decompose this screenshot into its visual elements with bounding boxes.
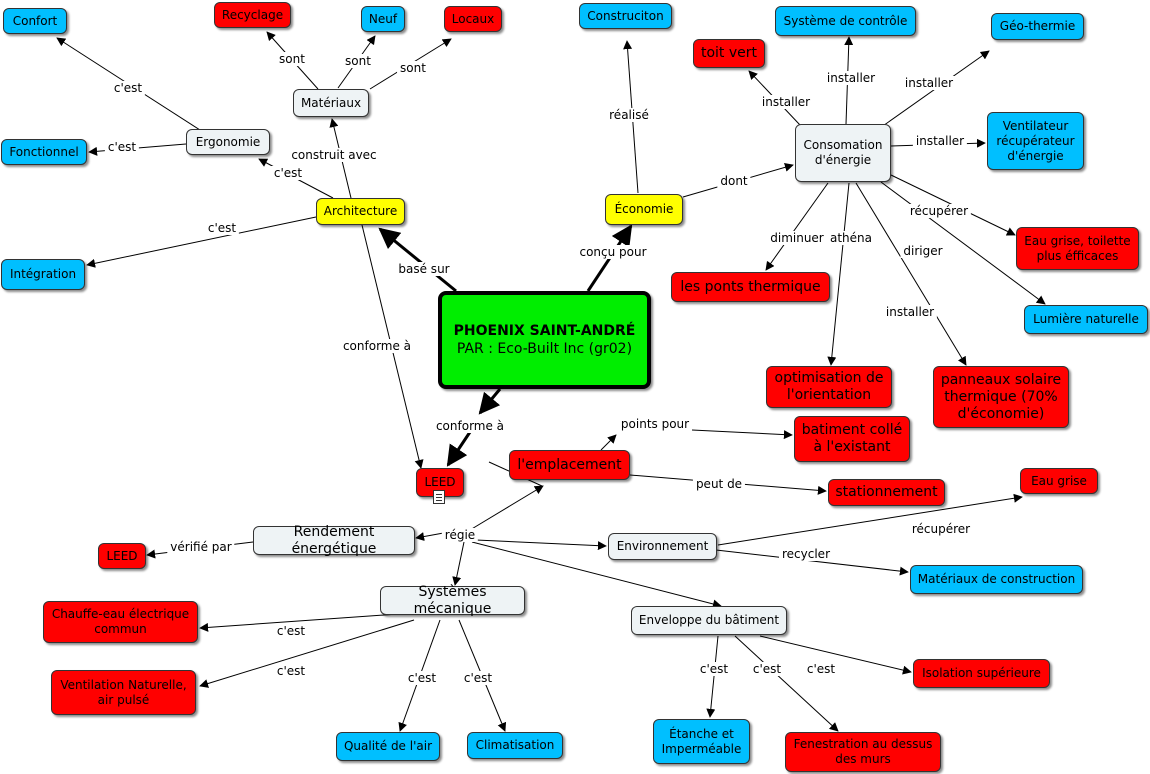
node-chauffe-eau[interactable]: Chauffe-eau électrique commun bbox=[43, 601, 198, 643]
central-topic[interactable]: PHOENIX SAINT-ANDRÉ PAR : Eco-Built Inc … bbox=[438, 291, 651, 389]
link-label: c'est bbox=[273, 664, 309, 678]
node-materiaux[interactable]: Matériaux bbox=[293, 89, 369, 117]
link-label: installer bbox=[882, 305, 938, 319]
node-toit-vert[interactable]: toit vert bbox=[693, 39, 765, 68]
link-label: c'est bbox=[749, 662, 785, 676]
node-panneaux[interactable]: panneaux solaire thermique (70% d'économ… bbox=[933, 366, 1069, 428]
link-label: peut de bbox=[692, 477, 746, 491]
link-label: régie bbox=[441, 528, 479, 542]
link-label: dont bbox=[717, 174, 751, 188]
node-optimisation[interactable]: optimisation de l'orientation bbox=[766, 366, 892, 408]
link-label: recycler bbox=[779, 547, 833, 561]
link-label: récupérer bbox=[906, 204, 972, 218]
link-label: installer bbox=[901, 76, 957, 90]
link-label: c'est bbox=[270, 166, 306, 180]
link-label: c'est bbox=[104, 140, 140, 154]
node-etanche[interactable]: Étanche et Imperméable bbox=[653, 719, 750, 764]
node-architecture[interactable]: Architecture bbox=[316, 198, 405, 225]
link-label: c'est bbox=[696, 662, 732, 676]
node-ponts-thermique[interactable]: les ponts thermique bbox=[671, 272, 830, 302]
node-recyclage[interactable]: Recyclage bbox=[214, 2, 291, 28]
node-ventilation[interactable]: Ventilation Naturelle, air pulsé bbox=[51, 670, 196, 715]
link-label: conforme à bbox=[339, 339, 415, 353]
node-eau-grise[interactable]: Eau grise bbox=[1020, 468, 1098, 494]
node-stationnement[interactable]: stationnement bbox=[828, 479, 945, 506]
node-integration[interactable]: Intégration bbox=[1, 259, 85, 290]
node-climatisation[interactable]: Climatisation bbox=[467, 732, 563, 759]
node-enveloppe[interactable]: Enveloppe du bâtiment bbox=[631, 606, 787, 635]
link-label: c'est bbox=[110, 81, 146, 95]
link-label: athéna bbox=[826, 231, 876, 245]
node-qualite-air[interactable]: Qualité de l'air bbox=[336, 732, 440, 761]
link-label: sont bbox=[342, 54, 374, 68]
project-title: PHOENIX SAINT-ANDRÉ bbox=[453, 323, 636, 339]
link-label: sont bbox=[276, 52, 308, 66]
link-label: sont bbox=[397, 61, 429, 75]
node-geo-thermie[interactable]: Géo-thermie bbox=[991, 13, 1084, 40]
node-locaux[interactable]: Locaux bbox=[444, 6, 502, 32]
link-label: réalisé bbox=[606, 108, 652, 122]
node-eau-grise-toilette[interactable]: Eau grise, toilette plus éfficaces bbox=[1016, 227, 1139, 270]
project-subtitle: PAR : Eco-Built Inc (gr02) bbox=[456, 341, 633, 357]
node-leed-verifie[interactable]: LEED bbox=[98, 543, 146, 569]
link-label: conçu pour bbox=[576, 245, 650, 259]
link-label: c'est bbox=[404, 671, 440, 685]
node-construciton[interactable]: Construciton bbox=[579, 3, 672, 29]
node-systeme-controle[interactable]: Système de contrôle bbox=[775, 6, 916, 36]
node-batiment-colle[interactable]: batiment collé à l'existant bbox=[794, 416, 910, 462]
link-label: c'est bbox=[803, 662, 839, 676]
link-label: installer bbox=[912, 134, 968, 148]
node-lumiere-naturelle[interactable]: Lumière naturelle bbox=[1024, 305, 1148, 334]
link-label: récupérer bbox=[908, 522, 974, 536]
node-systemes-mecanique[interactable]: Systèmes mécanique bbox=[380, 584, 525, 617]
node-consommation[interactable]: Consomation d'énergie bbox=[795, 124, 891, 182]
link-label: basé sur bbox=[395, 262, 453, 276]
link-label: c'est bbox=[273, 624, 309, 638]
link-label: c'est bbox=[204, 221, 240, 235]
link-label: diminuer bbox=[767, 231, 827, 245]
link-label: installer bbox=[758, 95, 814, 109]
link-label: conforme à bbox=[432, 419, 508, 433]
node-economie[interactable]: Économie bbox=[605, 194, 683, 225]
link-label: installer bbox=[823, 71, 879, 85]
link-label: c'est bbox=[460, 671, 496, 685]
link-label: points pour bbox=[617, 417, 693, 431]
node-confort[interactable]: Confort bbox=[3, 8, 67, 34]
node-materiaux-construction[interactable]: Matériaux de construction bbox=[910, 565, 1083, 594]
node-isolation[interactable]: Isolation supérieure bbox=[913, 659, 1050, 688]
node-ventilateur[interactable]: Ventilateur récupérateur d'énergie bbox=[987, 112, 1084, 170]
node-environnement[interactable]: Environnement bbox=[608, 533, 717, 560]
link-label: vérifié par bbox=[167, 540, 235, 554]
node-neuf[interactable]: Neuf bbox=[361, 6, 405, 32]
node-fenestration[interactable]: Fenestration au dessus des murs bbox=[785, 732, 941, 772]
node-rendement[interactable]: Rendement énergétique bbox=[253, 524, 415, 557]
node-fonctionnel[interactable]: Fonctionnel bbox=[1, 139, 87, 165]
node-emplacement[interactable]: l'emplacement bbox=[509, 450, 630, 480]
link-label: construit avec bbox=[288, 148, 380, 162]
document-icon[interactable] bbox=[433, 490, 445, 504]
link-label: diriger bbox=[900, 244, 946, 258]
node-ergonomie[interactable]: Ergonomie bbox=[186, 129, 270, 155]
